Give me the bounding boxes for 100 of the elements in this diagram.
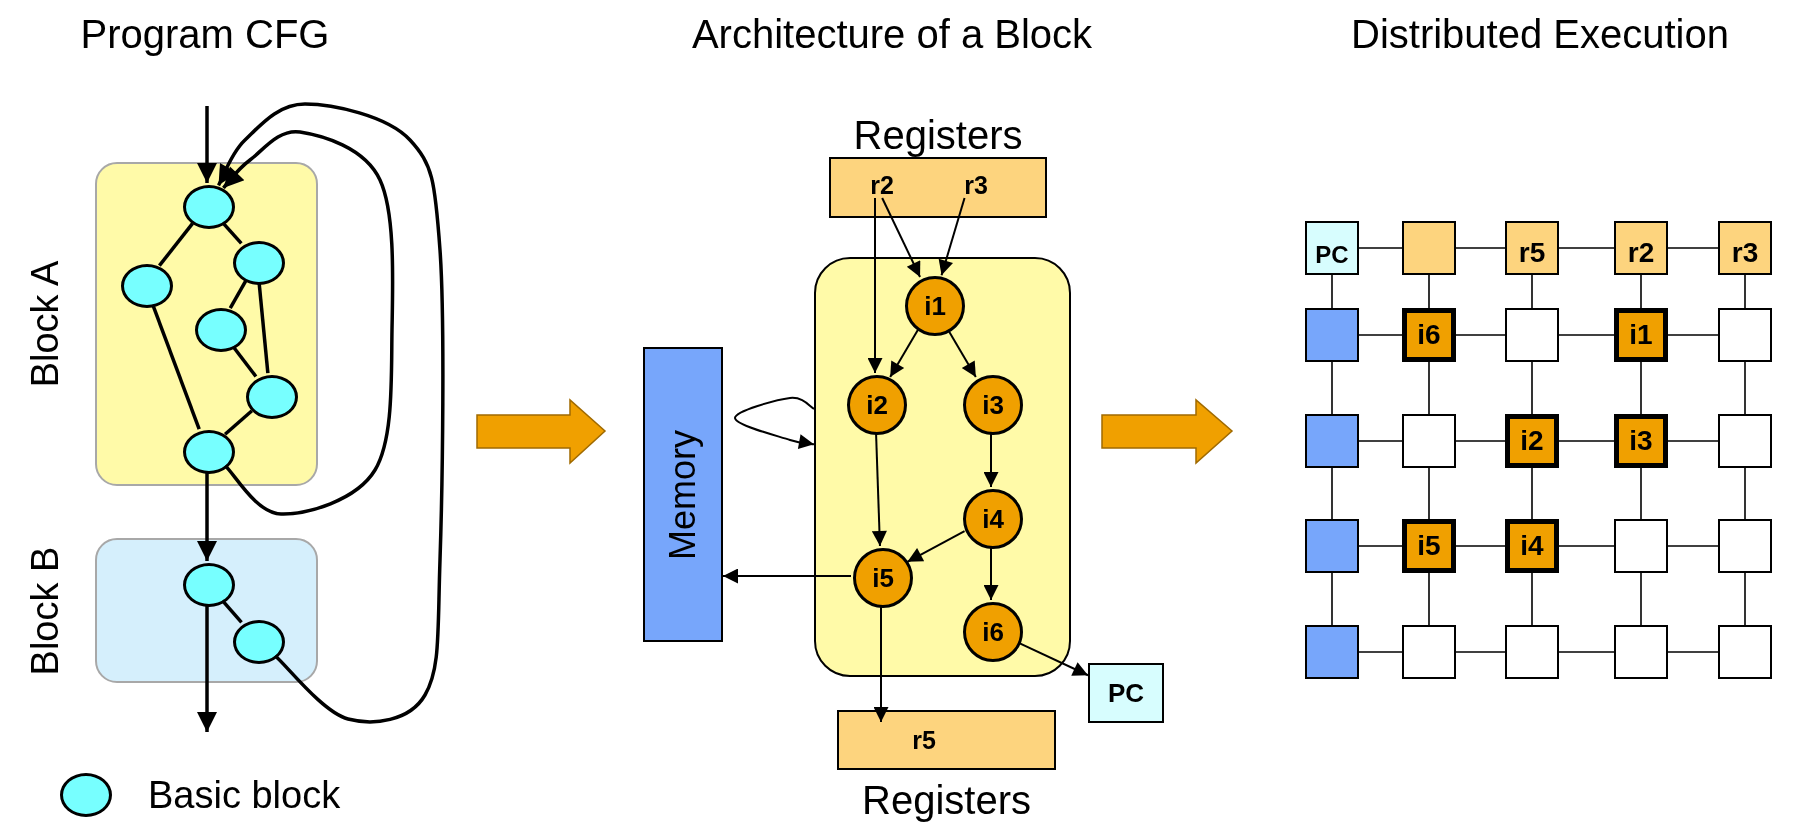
memory-tile <box>1305 308 1359 362</box>
connector-line <box>1358 247 1403 249</box>
empty-tile <box>1718 625 1772 679</box>
register-name: r5 <box>874 724 938 756</box>
register-tile <box>1402 221 1456 275</box>
arrow <box>983 432 999 488</box>
arrow <box>983 546 999 601</box>
basic-block-node <box>183 185 235 229</box>
program-counter: PC <box>1088 663 1164 723</box>
connector-line <box>1640 274 1642 309</box>
arrow <box>871 432 887 547</box>
connector-line <box>1640 361 1642 415</box>
instruction-node: i4 <box>963 489 1023 549</box>
empty-tile <box>1505 625 1559 679</box>
instruction-node: i6 <box>963 602 1023 662</box>
basic-block-node <box>121 264 173 308</box>
instruction-node: i1 <box>905 276 965 336</box>
connector-line <box>221 599 243 624</box>
connector-line <box>1455 651 1506 653</box>
register-name: r3 <box>952 170 990 200</box>
arrow <box>216 102 445 724</box>
connector-line <box>1744 361 1746 415</box>
connector-line <box>1558 440 1615 442</box>
connector-line <box>223 409 254 436</box>
register-name: r2 <box>858 170 896 200</box>
empty-tile <box>1614 625 1668 679</box>
block-region <box>814 257 1071 677</box>
arrow <box>197 106 217 183</box>
arrow <box>197 605 217 732</box>
connector-line <box>1531 467 1533 520</box>
arrow <box>906 530 966 563</box>
connector-line <box>1531 274 1533 309</box>
register-file-label: Registers <box>853 115 1023 155</box>
basic-block-node <box>183 563 235 607</box>
instruction-tile: i2 <box>1505 414 1559 468</box>
connector-line <box>1667 247 1719 249</box>
connector-line <box>221 221 243 245</box>
instruction-node: i5 <box>853 548 913 608</box>
connector-line <box>1667 334 1719 336</box>
connector-line <box>1531 572 1533 626</box>
connector-line <box>1455 247 1506 249</box>
register-tile: r3 <box>1718 221 1772 275</box>
connector-line <box>228 279 248 310</box>
connector-line <box>1428 361 1430 415</box>
memory-tile <box>1305 414 1359 468</box>
basic-block-node <box>246 375 298 419</box>
arrow <box>1017 641 1089 677</box>
empty-tile <box>1614 519 1668 573</box>
arrow <box>867 197 883 374</box>
connector-line <box>151 304 201 430</box>
connector-line <box>1358 651 1403 653</box>
connector-line <box>257 282 270 374</box>
block-label: Block A <box>26 260 64 388</box>
arrow <box>947 328 977 379</box>
instruction-tile: i4 <box>1505 519 1559 573</box>
connector-line <box>1331 467 1333 520</box>
connector-line <box>1331 361 1333 415</box>
connector-line <box>1358 545 1403 547</box>
arrow <box>197 472 217 561</box>
instruction-tile: i1 <box>1614 308 1668 362</box>
legend-text: Basic block <box>148 776 341 814</box>
basic-block-node <box>233 241 285 285</box>
connector-line <box>1558 247 1615 249</box>
connector-line <box>1331 572 1333 626</box>
connector-line <box>231 345 258 378</box>
connector-line <box>1358 440 1403 442</box>
connector-line <box>1744 467 1746 520</box>
memory-tile <box>1305 625 1359 679</box>
panel-title: Distributed Execution <box>1351 14 1729 54</box>
memory-tile <box>1305 519 1359 573</box>
connector-line <box>1558 334 1615 336</box>
connector-line <box>1428 572 1430 626</box>
empty-tile <box>1718 308 1772 362</box>
empty-tile <box>1402 414 1456 468</box>
instruction-tile: i3 <box>1614 414 1668 468</box>
basic-block-node <box>195 308 247 352</box>
instruction-tile: i6 <box>1402 308 1456 362</box>
arrow <box>222 130 395 516</box>
connector-line <box>1667 440 1719 442</box>
instruction-tile: i5 <box>1402 519 1456 573</box>
connector-line <box>1455 545 1506 547</box>
loop-arrow <box>734 396 815 450</box>
connector-line <box>1531 361 1533 415</box>
connector-line <box>158 222 194 267</box>
empty-tile <box>1718 414 1772 468</box>
connector-line <box>1667 545 1719 547</box>
register-file-label: Registers <box>862 780 1031 820</box>
instruction-node: i2 <box>847 375 907 435</box>
memory-label: Memory <box>665 429 701 560</box>
arrow <box>881 197 922 278</box>
connector-line <box>1558 545 1615 547</box>
connector-line <box>1558 651 1615 653</box>
arrow <box>722 568 852 584</box>
panel-title: Program CFG <box>80 14 330 54</box>
instruction-node: i3 <box>963 375 1023 435</box>
arrow <box>873 605 889 723</box>
connector-line <box>1428 274 1430 309</box>
connector-line <box>1640 572 1642 626</box>
empty-tile <box>1402 625 1456 679</box>
connector-line <box>1428 467 1430 520</box>
